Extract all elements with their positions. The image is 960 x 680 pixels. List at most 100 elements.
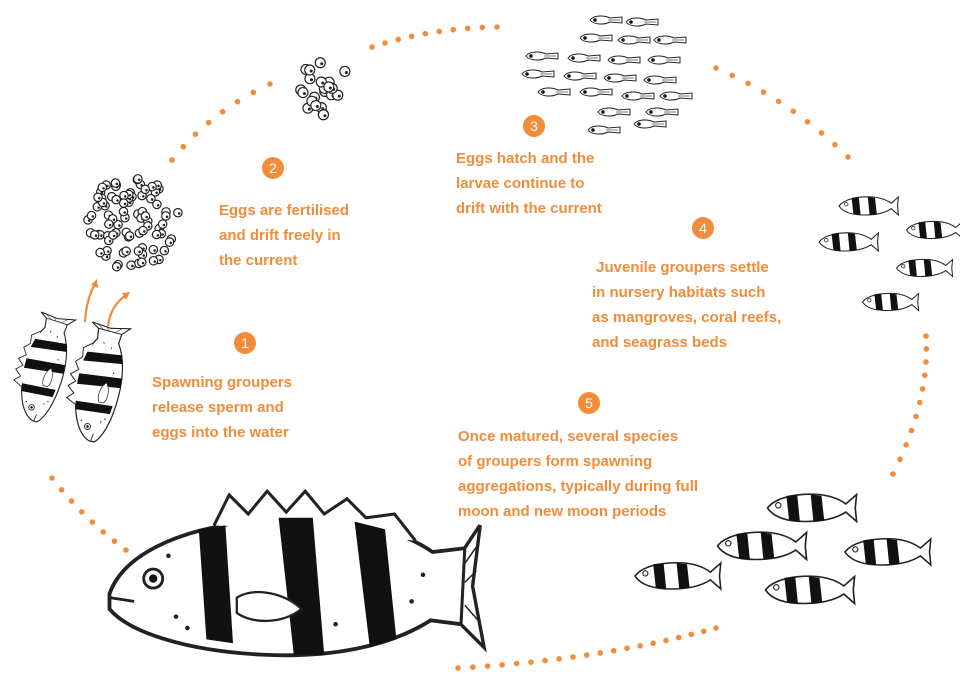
step-5-line: moon and new moon periods xyxy=(458,499,698,524)
larva xyxy=(522,70,554,78)
path-dot xyxy=(729,73,735,79)
path-dot xyxy=(69,498,75,504)
path-dot xyxy=(556,656,562,662)
path-dot xyxy=(805,119,811,125)
path-dot xyxy=(79,509,85,515)
path-dot xyxy=(917,400,923,406)
path-dot xyxy=(409,34,415,40)
juvenile-fish xyxy=(907,221,960,238)
path-dot xyxy=(676,635,682,641)
larva xyxy=(622,92,654,100)
step-3-line: larvae continue to xyxy=(456,171,602,196)
path-dot xyxy=(922,373,928,379)
path-dot xyxy=(169,157,175,163)
path-dot xyxy=(701,629,707,635)
path-dot xyxy=(713,625,719,631)
larva xyxy=(580,88,612,96)
path-dot xyxy=(112,538,118,544)
path-dot xyxy=(220,109,226,115)
path-dot xyxy=(924,346,930,352)
larva xyxy=(644,76,676,84)
path-dot xyxy=(100,529,106,535)
path-dot xyxy=(776,99,782,105)
juvenile-fish xyxy=(839,197,898,215)
path-dot xyxy=(369,44,375,50)
path-dot xyxy=(59,487,65,493)
step-4-line: and seagrass beds xyxy=(592,330,781,355)
larva xyxy=(580,34,612,42)
path-dot xyxy=(206,120,212,126)
egg-cluster-small-icon xyxy=(296,58,350,120)
larva xyxy=(568,54,600,62)
egg-cluster-large-icon xyxy=(84,175,182,271)
step-4-line: Juvenile groupers settle xyxy=(592,255,781,280)
larvae-school-icon xyxy=(522,16,692,134)
step-2-badge: 2 xyxy=(262,157,284,179)
path-dot xyxy=(650,640,656,646)
larva xyxy=(598,108,630,116)
step-3-line: drift with the current xyxy=(456,196,602,221)
path-dot xyxy=(499,662,505,668)
adult-fish xyxy=(718,532,807,559)
path-dot xyxy=(845,154,851,160)
path-dot xyxy=(436,29,442,35)
larva xyxy=(660,92,692,100)
larva xyxy=(646,108,678,116)
step-1-text: Spawning groupers release sperm and eggs… xyxy=(152,370,292,445)
larva xyxy=(538,88,570,96)
path-dot xyxy=(923,333,929,339)
path-dot xyxy=(923,359,929,365)
path-dot xyxy=(909,428,915,434)
step-4-line: in nursery habitats such xyxy=(592,280,781,305)
step-2-line: and drift freely in xyxy=(219,223,349,248)
step-3-badge: 3 xyxy=(523,115,545,137)
larva xyxy=(654,36,686,44)
step-4-line: as mangroves, coral reefs, xyxy=(592,305,781,330)
adult-fish xyxy=(635,563,721,589)
juvenile-groupers-icon xyxy=(819,197,960,311)
spawn-arrow-left xyxy=(85,282,96,322)
step-5-text: Once matured, several species of grouper… xyxy=(458,424,698,524)
larva xyxy=(604,74,636,82)
larva xyxy=(590,16,622,24)
path-dot xyxy=(761,89,767,95)
path-dot xyxy=(423,31,429,37)
step-4-badge: 4 xyxy=(692,217,714,239)
path-dot xyxy=(485,663,491,669)
step-1-line: Spawning groupers xyxy=(152,370,292,395)
step-3-text: Eggs hatch and the larvae continue to dr… xyxy=(456,146,602,221)
path-dot xyxy=(745,81,751,87)
path-dot xyxy=(479,25,485,31)
large-grouper-icon xyxy=(109,491,483,655)
juvenile-fish xyxy=(863,293,919,310)
path-dot xyxy=(832,142,838,148)
path-dot xyxy=(819,130,825,136)
path-dot xyxy=(624,646,630,652)
path-dot xyxy=(663,638,669,644)
adult-fish xyxy=(766,576,855,603)
path-dot xyxy=(193,131,199,137)
path-dot xyxy=(637,643,643,649)
path-dot xyxy=(528,659,534,665)
path-dot xyxy=(470,664,476,670)
path-dot xyxy=(251,90,257,96)
larva xyxy=(526,52,558,60)
step-5-line: aggregations, typically during full xyxy=(458,474,698,499)
adult-fish xyxy=(768,494,857,521)
larva xyxy=(588,126,620,134)
path-dot xyxy=(514,661,520,667)
path-dot xyxy=(90,519,96,525)
step-1-badge: 1 xyxy=(234,332,256,354)
path-dot xyxy=(451,27,457,33)
larva xyxy=(608,56,640,64)
path-dot xyxy=(790,108,796,114)
path-dot xyxy=(897,457,903,463)
path-dot xyxy=(584,652,590,658)
path-dot xyxy=(570,654,576,660)
path-dot xyxy=(597,650,603,656)
step-2-line: the current xyxy=(219,248,349,273)
step-3-line: Eggs hatch and the xyxy=(456,146,602,171)
spawning-pair-icon xyxy=(4,279,133,445)
step-2-line: Eggs are fertilised xyxy=(219,198,349,223)
